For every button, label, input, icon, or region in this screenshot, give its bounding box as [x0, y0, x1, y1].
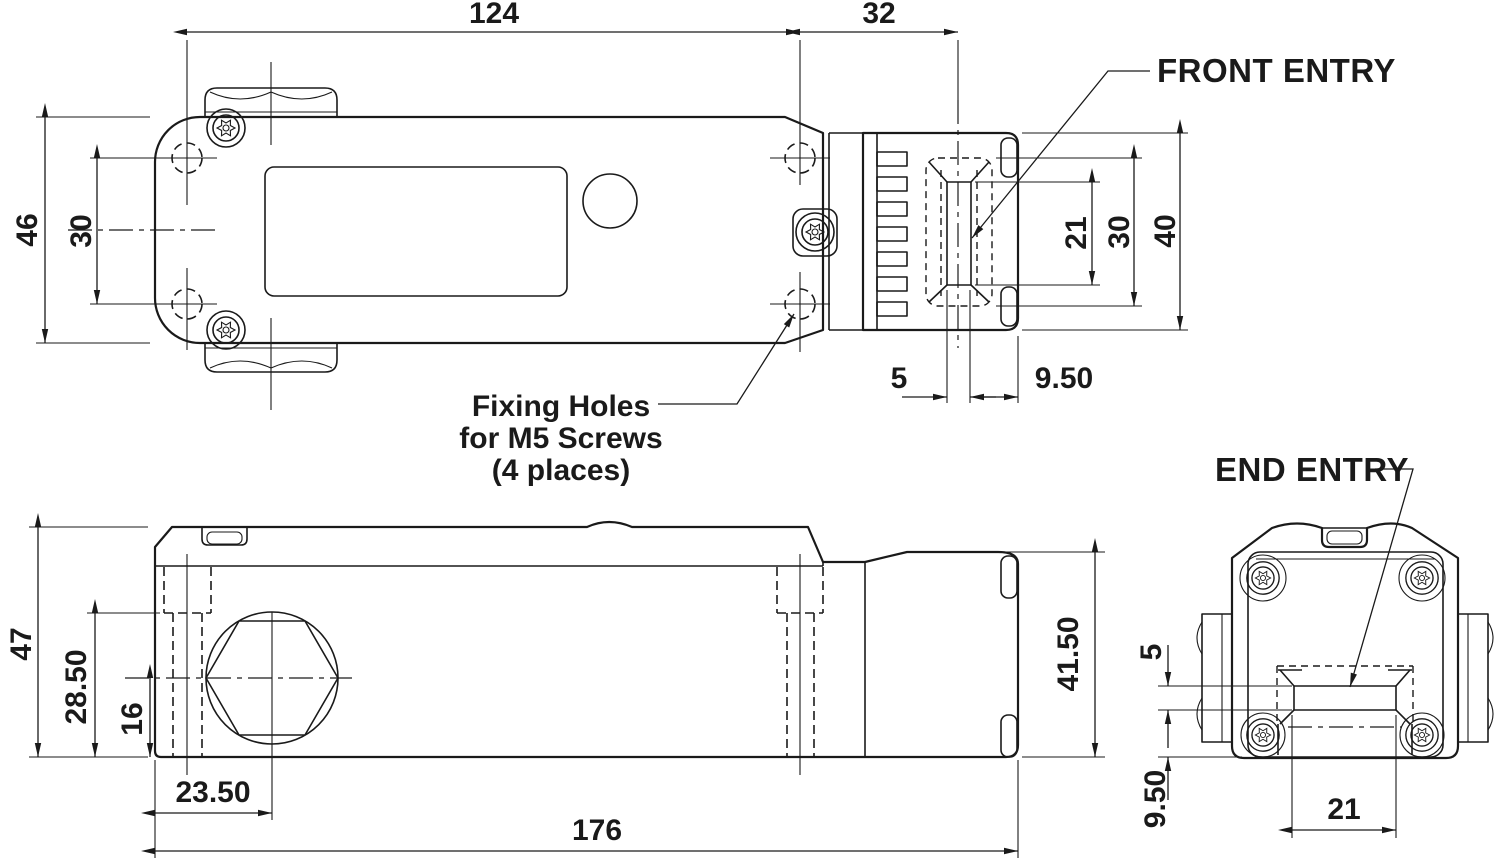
- switch-head-outline: [861, 131, 1020, 332]
- top-view: [68, 62, 1020, 410]
- end-entry-label: END ENTRY: [1215, 451, 1409, 488]
- fixing-holes-callout: Fixing Holes for M5 Screws (4 places): [459, 313, 795, 487]
- fixing-holes-label-2: for M5 Screws: [459, 422, 662, 455]
- head-comb-slots: [876, 151, 908, 317]
- end-face-plate: [1247, 551, 1444, 758]
- end-screws: [1239, 554, 1446, 758]
- dim-32: 32: [862, 0, 895, 30]
- end-entry-slot: [1276, 665, 1414, 755]
- dim-9-50-slot: 9.50: [1035, 362, 1093, 395]
- dim-5-end: 5: [1135, 644, 1168, 661]
- fixing-holes: [157, 142, 830, 352]
- dim-176: 176: [572, 814, 622, 847]
- end-view: [1196, 522, 1494, 760]
- dim-9-50-end: 9.50: [1139, 770, 1172, 828]
- side-view-dimensions: 47 28.50 16 23.50 176 41.50: [5, 513, 1105, 858]
- end-boss-right: [1458, 613, 1494, 743]
- dim-124: 124: [469, 0, 519, 30]
- dim-28-50: 28.50: [60, 649, 93, 724]
- head-key-slot-bottom: [1000, 714, 1018, 758]
- dim-23-50: 23.50: [175, 776, 250, 809]
- fixing-holes-label-1: Fixing Holes: [472, 390, 650, 423]
- indicator-window: [582, 173, 638, 229]
- dim-5-slot: 5: [891, 362, 908, 395]
- label-recess: [264, 166, 568, 297]
- side-outline: [153, 520, 1020, 759]
- dim-16: 16: [116, 702, 149, 735]
- torx-screw: [206, 108, 246, 148]
- end-top-tab: [1326, 530, 1363, 545]
- dim-46: 46: [11, 213, 44, 246]
- torx-screw: [795, 212, 835, 252]
- dim-41-50: 41.50: [1052, 616, 1085, 691]
- hidden-bore-right: [776, 554, 824, 775]
- dim-40: 40: [1149, 214, 1182, 247]
- end-entry-callout: END ENTRY: [1215, 451, 1414, 688]
- end-view-dimensions: 5 9.50 21: [1135, 644, 1397, 838]
- switch-body-outline: [153, 115, 825, 345]
- end-boss-left: [1196, 613, 1232, 743]
- hidden-bore-left: [163, 554, 212, 775]
- dim-30-aperture: 30: [1103, 215, 1136, 248]
- fixing-holes-label-3: (4 places): [492, 454, 630, 487]
- front-entry-aperture: [925, 100, 993, 348]
- top-view-dimensions: 124 32 46 30 21 30 40 5 9.50: [11, 0, 1188, 403]
- front-entry-callout: FRONT ENTRY: [971, 52, 1396, 239]
- dim-21-end: 21: [1327, 793, 1360, 826]
- dim-21-slot: 21: [1060, 216, 1093, 249]
- dim-47: 47: [5, 627, 38, 660]
- torx-screw: [206, 310, 246, 350]
- side-top-tab: [201, 527, 248, 546]
- dim-30-holes: 30: [65, 214, 98, 247]
- front-entry-label: FRONT ENTRY: [1157, 52, 1396, 89]
- hex-conduit-entry: [125, 611, 352, 820]
- screw-tab: [792, 208, 838, 257]
- head-key-slot-top: [1000, 555, 1018, 599]
- side-view: [125, 520, 1020, 820]
